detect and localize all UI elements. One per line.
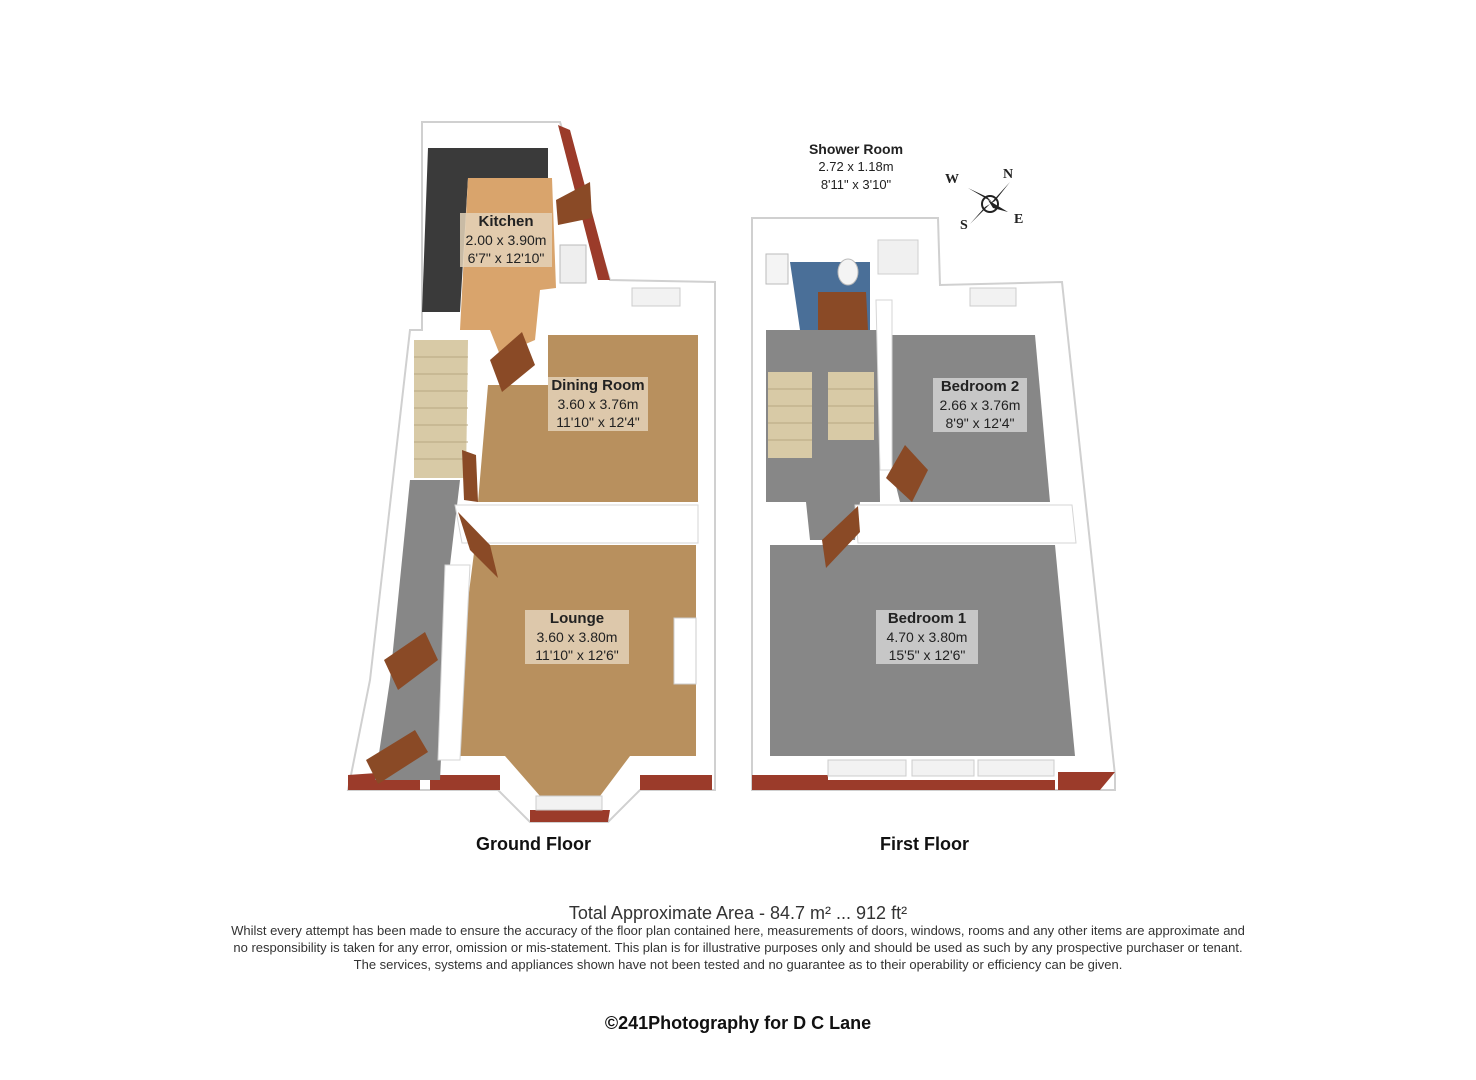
ground-wall-dining-lounge [454,504,699,544]
room-metric: 2.66 x 3.76m [939,397,1021,413]
door [822,506,860,568]
toilet [837,258,859,286]
door [490,332,535,392]
disclaimer-line: no responsibility is taken for any error… [233,940,1243,955]
door [458,512,498,578]
window [969,287,1017,307]
ground-stairs [414,340,468,478]
compass-east-label: E [1014,212,1024,227]
door [886,445,928,502]
door [556,182,592,225]
photography-credit: ©241Photography for D C Lane [604,1013,872,1033]
bedroom-2-label: Bedroom 2 2.66 x 3.76m 8'9" x 12'4" [933,378,1027,432]
first-brick-edge-left [752,775,828,790]
ground-wall-hall [437,564,471,761]
window [977,759,1055,777]
door [462,450,478,502]
room-imperial: 15'5" x 12'6" [888,647,966,663]
first-stairs-right [828,372,874,440]
window [827,759,907,777]
room-imperial: 11'10" x 12'6" [535,647,619,663]
window [535,795,603,811]
room-imperial: 8'11" x 3'10" [820,177,892,192]
kitchen-worktop [422,148,548,312]
room-metric: 2.72 x 1.18m [818,159,894,174]
dining-room-label: Dining Room 3.60 x 3.76m 11'10" x 12'4" [548,377,648,431]
room-name: Bedroom 1 [887,610,967,627]
compass-west-label: W [945,172,959,187]
first-floor-plan [751,217,1116,791]
lounge-fireplace [673,617,697,685]
door [366,730,428,784]
compass-south-label: S [960,218,968,233]
shower-tray [877,239,919,275]
first-floor-title: First Floor [880,834,969,854]
room-name: Bedroom 2 [940,378,1020,395]
shower-room-label: Shower Room 2.72 x 1.18m 8'11" x 3'10" [800,140,912,194]
compass-rose-icon [968,182,1010,224]
ground-brick-edge-bay [530,810,610,822]
total-area: Total Approximate Area - 84.7 m² ... 912… [568,903,908,923]
room-imperial: 11'10" x 12'4" [556,414,640,430]
room-metric: 3.60 x 3.80m [536,629,618,645]
room-name: Kitchen [478,213,534,230]
kitchen-label: Kitchen 2.00 x 3.90m 6'7" x 12'10" [460,213,552,267]
first-wall-bedrooms [854,504,1077,544]
compass-north-label: N [1003,167,1014,182]
disclaimer-line: Whilst every attempt has been made to en… [231,923,1245,938]
hallway-floor [375,480,460,780]
basin [765,253,789,285]
window [911,759,975,777]
bedroom-1-label: Bedroom 1 4.70 x 3.80m 15'5" x 12'6" [876,610,978,664]
ground-floor-title: Ground Floor [476,834,591,854]
room-name: Shower Room [808,141,904,157]
kitchen-sink [559,244,587,284]
disclaimer-line: The services, systems and appliances sho… [353,957,1123,972]
room-name: Lounge [549,610,605,627]
room-name: Dining Room [551,377,645,394]
room-metric: 4.70 x 3.80m [886,629,968,645]
ground-brick-edge-right [640,775,712,790]
first-brick-edge-middle [828,780,1055,790]
door [818,292,868,330]
lounge-label: Lounge 3.60 x 3.80m 11'10" x 12'6" [525,610,629,664]
door [384,632,438,690]
disclaimer: Whilst every attempt has been made to en… [150,922,1326,973]
lounge-floor [458,545,696,796]
first-stairs-left [768,372,812,458]
window [631,287,681,307]
first-brick-edge-right [1058,772,1115,790]
room-imperial: 6'7" x 12'10" [467,250,545,266]
room-metric: 3.60 x 3.76m [557,396,639,412]
ground-brick-edge-front [430,775,500,790]
room-imperial: 8'9" x 12'4" [945,415,1015,431]
room-metric: 2.00 x 3.90m [465,232,547,248]
